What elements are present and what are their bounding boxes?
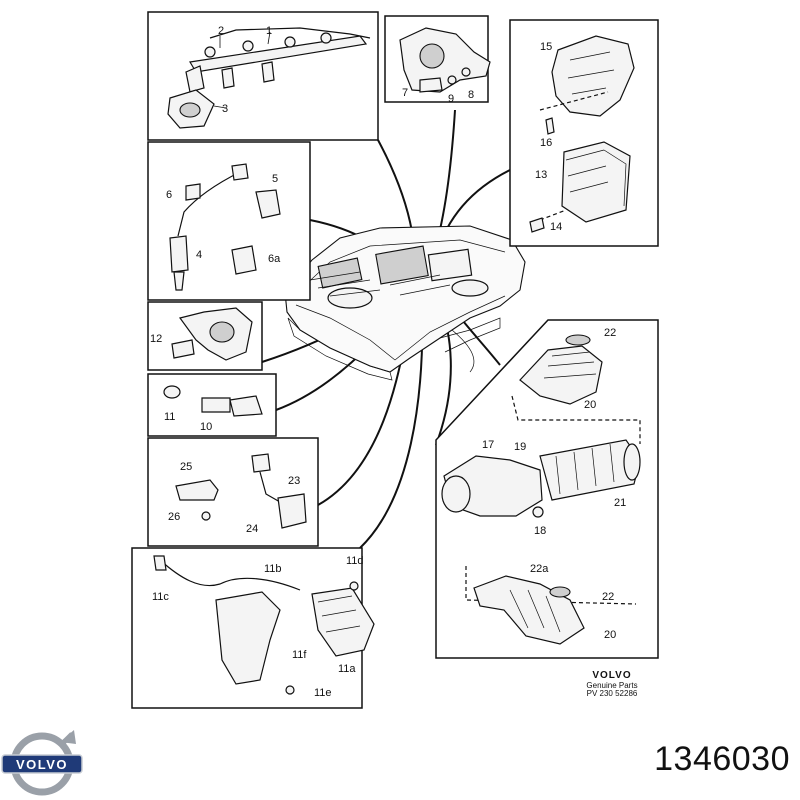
callout-11c: 11c bbox=[152, 591, 169, 603]
callout-11d: 11d bbox=[346, 555, 364, 567]
callout-11f: 11f bbox=[292, 649, 307, 661]
callout-16: 16 bbox=[540, 137, 552, 149]
panel-control-unit: 15 16 13 14 bbox=[509, 19, 659, 247]
callout-11a: 11a bbox=[338, 663, 356, 675]
stamp-brand: VOLVO bbox=[592, 670, 632, 681]
callout-15: 15 bbox=[540, 41, 552, 53]
callout-10: 10 bbox=[200, 421, 212, 433]
panel-temp-sensor: 11 10 bbox=[147, 373, 277, 437]
callout-6a: 6a bbox=[268, 253, 281, 265]
callout-11e: 11e bbox=[314, 687, 332, 699]
callout-24: 24 bbox=[246, 523, 258, 535]
callout-6: 6 bbox=[166, 189, 172, 201]
genuine-parts-stamp: VOLVO Genuine Parts PV 230 52286 bbox=[572, 670, 652, 698]
callout-1: 1 bbox=[266, 25, 272, 37]
callout-8: 8 bbox=[468, 89, 474, 101]
callout-11b: 11b bbox=[264, 563, 282, 575]
panel-air-mass-meter: 22 20 17 19 21 18 22a 22 20 bbox=[435, 319, 659, 659]
callout-22a: 22a bbox=[530, 563, 549, 575]
callout-20-top: 20 bbox=[584, 399, 596, 411]
callout-12: 12 bbox=[150, 333, 162, 345]
callout-5: 5 bbox=[272, 173, 278, 185]
callout-23: 23 bbox=[288, 475, 300, 487]
volvo-logo: VOLVO bbox=[1, 730, 83, 796]
callout-25: 25 bbox=[180, 461, 192, 473]
callout-22-top: 22 bbox=[604, 327, 616, 339]
stamp-code: PV 230 52286 bbox=[586, 688, 638, 698]
callout-21: 21 bbox=[614, 497, 626, 509]
callout-2: 2 bbox=[218, 25, 224, 37]
stamp-subtitle: Genuine Parts bbox=[586, 680, 638, 690]
callout-7: 7 bbox=[402, 87, 408, 99]
callout-26: 26 bbox=[168, 511, 180, 523]
callout-3: 3 bbox=[222, 103, 228, 115]
callout-18: 18 bbox=[534, 525, 546, 537]
callout-19: 19 bbox=[514, 441, 526, 453]
panel-throttle-switch: 7 8 9 bbox=[384, 15, 491, 105]
logo-text: VOLVO bbox=[16, 757, 68, 772]
callout-14: 14 bbox=[550, 221, 562, 233]
panel-fuel-rail: 1 2 3 bbox=[147, 11, 379, 141]
callout-13: 13 bbox=[535, 169, 547, 181]
callout-9: 9 bbox=[448, 93, 454, 105]
panel-bracket: 11b 11d 11c 11f 11a 11e bbox=[131, 547, 375, 709]
callout-17: 17 bbox=[482, 439, 494, 451]
car-illustration bbox=[284, 225, 526, 381]
callout-4: 4 bbox=[196, 249, 202, 261]
panel-lambda-sensor: 6 5 4 6a bbox=[147, 141, 311, 301]
callout-22-bottom: 22 bbox=[602, 591, 614, 603]
callout-20-bottom: 20 bbox=[604, 629, 616, 641]
panel-relay: 25 26 23 24 bbox=[147, 437, 319, 547]
panel-idle-valve: 12 bbox=[147, 301, 263, 371]
part-number: 1346030 bbox=[654, 740, 790, 778]
callout-11: 11 bbox=[164, 411, 175, 423]
